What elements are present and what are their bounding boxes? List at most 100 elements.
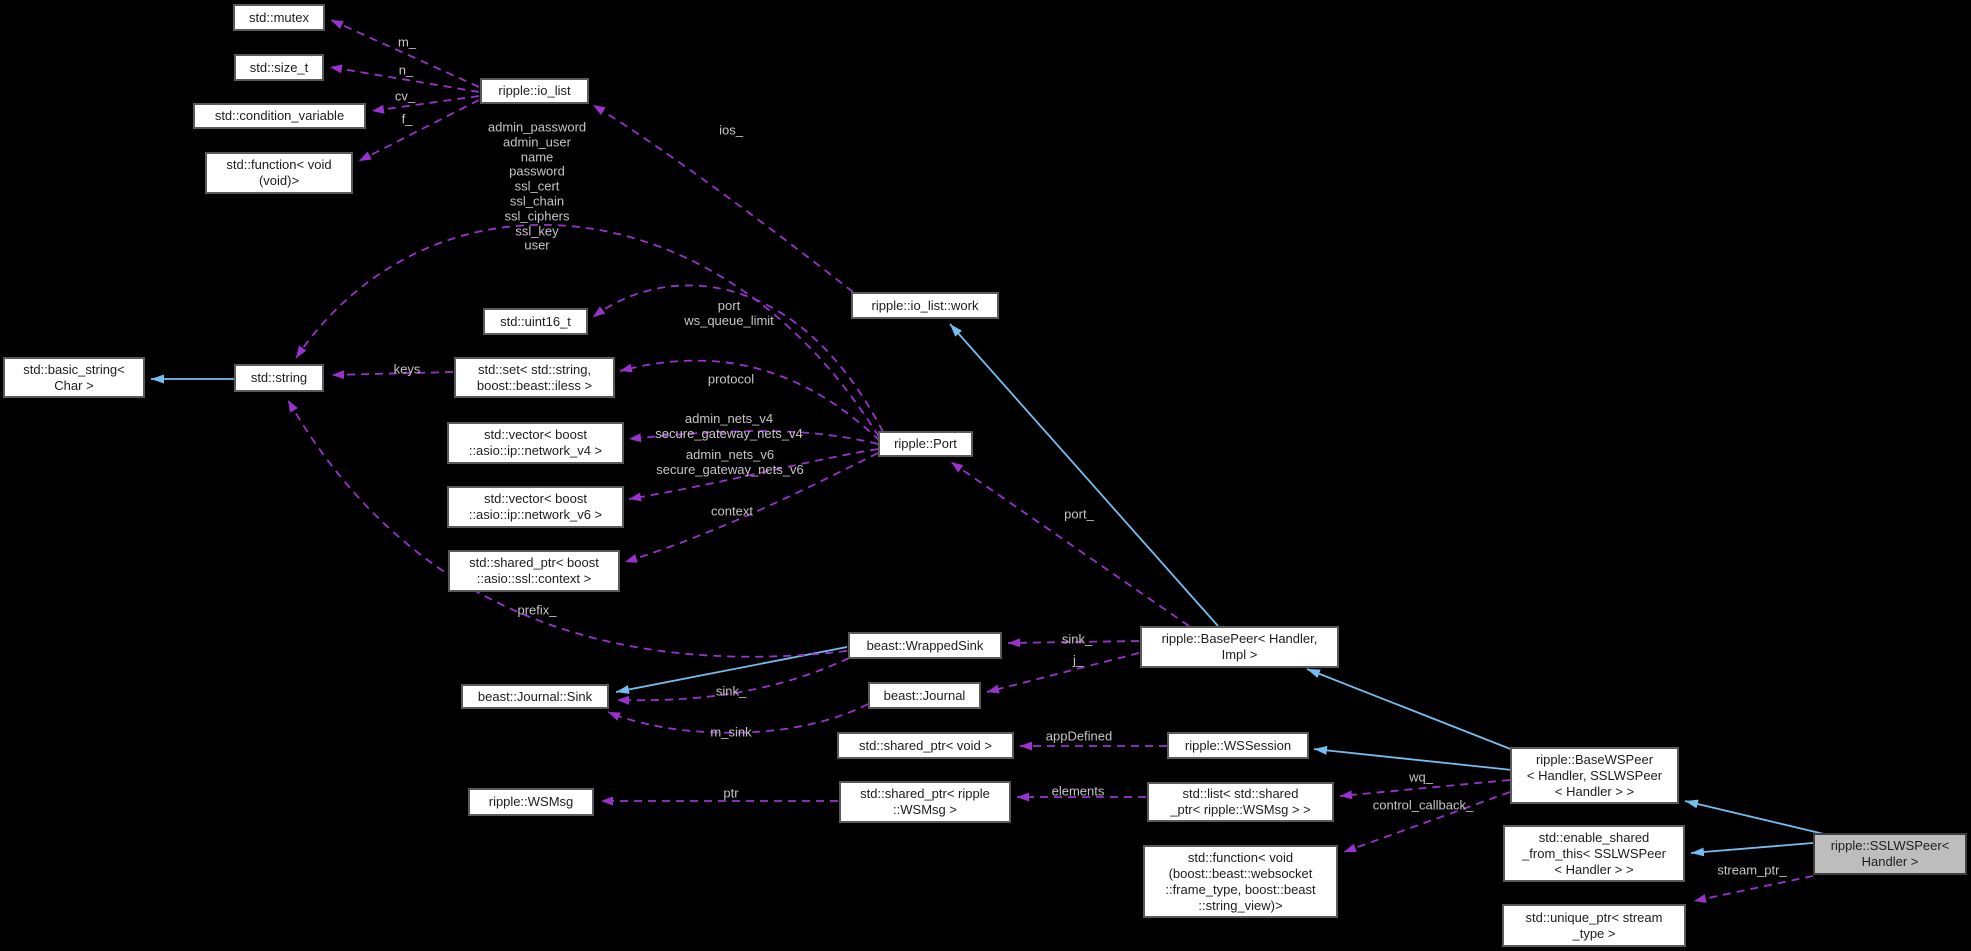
edge-label-sink-wrapped: sink_ (715, 683, 747, 699)
edge-label-port-strings: admin_password admin_user name password … (487, 119, 587, 253)
node-label: std::set< std::string, boost::beast::ile… (476, 361, 593, 393)
node-std-size-t[interactable]: std::size_t (234, 54, 324, 81)
edge-member-port-strings (295, 223, 880, 438)
edge-inherit-basepeer-work (949, 323, 1219, 627)
edge-member-keys (331, 370, 454, 380)
edge-label-elements: elements (1051, 783, 1105, 799)
node-ripple-wsmsg[interactable]: ripple::WSMsg (468, 788, 594, 816)
edge-label-context: context (711, 503, 753, 519)
node-std-set-iless[interactable]: std::set< std::string, boost::beast::ile… (454, 357, 615, 398)
node-label: std::shared_ptr< void > (859, 737, 992, 753)
node-beast-journal-sink[interactable]: beast::Journal::Sink (461, 684, 609, 709)
edge-label-msink: m_sink (710, 724, 752, 740)
edge-member-protocol (619, 359, 881, 442)
node-label: std::vector< boost ::asio::ip::network_v… (468, 491, 603, 522)
node-beast-wrappedsink[interactable]: beast::WrappedSink (848, 632, 1002, 659)
node-label: std::list< std::shared _ptr< ripple::WSM… (1170, 786, 1311, 817)
edge-label-port-wsqueuelimit: port ws_queue_limit (684, 298, 774, 328)
edge-inherit-sslwspeer-basewspeer (1684, 799, 1825, 835)
node-ripple-basewspeer[interactable]: ripple::BaseWSPeer < Handler, SSLWSPeer … (1510, 747, 1679, 804)
edge-inherit-sslwspeer-enableshared (1690, 842, 1814, 857)
edge-member-msink (607, 703, 869, 734)
edge-label-f: f_ (401, 111, 413, 127)
edge-inherit-wrappedsink-journalsink (615, 646, 848, 694)
edge-member-sink-wrapped (616, 657, 850, 705)
node-label: std::uint16_t (500, 313, 571, 329)
node-ripple-io-list-work[interactable]: ripple::io_list::work (851, 292, 999, 319)
node-std-shared-ptr-wsmsg[interactable]: std::shared_ptr< ripple ::WSMsg > (839, 781, 1011, 823)
edge-label-streamptr: stream_ptr_ (1717, 862, 1787, 878)
node-label: ripple::WSSession (1184, 737, 1292, 753)
edge-label-n: n_ (398, 62, 414, 78)
edge-label-m: m_ (397, 34, 417, 50)
edge-label-controlcallback: control_callback_ (1372, 797, 1474, 813)
node-label: std::function< void (boost::beast::webso… (1165, 849, 1316, 913)
edge-member-f (358, 99, 480, 162)
node-label: ripple::io_list (498, 83, 571, 98)
edge-member-context (624, 452, 879, 563)
node-label: beast::Journal (883, 687, 966, 703)
edge-label-ptr: ptr (723, 785, 739, 801)
node-ripple-sslwspeer: ripple::SSLWSPeer< Handler > (1813, 833, 1967, 875)
node-ripple-basepeer[interactable]: ripple::BasePeer< Handler, Impl > (1140, 626, 1339, 668)
edge-label-protocol: protocol (707, 371, 755, 387)
node-label: std::shared_ptr< ripple ::WSMsg > (860, 786, 990, 817)
node-std-mutex[interactable]: std::mutex (233, 4, 325, 31)
edge-member-controlcallback (1343, 791, 1511, 853)
node-label: std::unique_ptr< stream _type > (1525, 909, 1663, 941)
node-label: beast::Journal::Sink (477, 688, 593, 704)
edge-member-nets-v4 (628, 430, 879, 445)
edge-label-cv: cv_ (394, 88, 416, 104)
node-std-basic-string[interactable]: std::basic_string< Char > (3, 357, 145, 398)
edge-member-streamptr (1693, 875, 1814, 903)
node-std-shared-ptr-void[interactable]: std::shared_ptr< void > (837, 732, 1014, 759)
edge-member-nets-v6 (628, 448, 879, 502)
node-ripple-io-list[interactable]: ripple::io_list (480, 78, 589, 104)
node-label: beast::WrappedSink (866, 637, 984, 653)
node-std-unique-ptr-stream-type[interactable]: std::unique_ptr< stream _type > (1502, 904, 1686, 947)
edge-label-prefix: prefix_ (517, 602, 557, 618)
node-std-shared-ptr-ssl-context[interactable]: std::shared_ptr< boost ::asio::ssl::cont… (448, 550, 620, 592)
node-label: ripple::BaseWSPeer < Handler, SSLWSPeer … (1526, 751, 1663, 799)
edge-member-ios (592, 104, 854, 293)
edge-label-port: port_ (1064, 506, 1094, 522)
edge-label-appdefined: appDefined (1045, 728, 1113, 744)
edge-label-sink-basepeer: sink_ (1061, 631, 1093, 647)
node-label: std::size_t (249, 59, 309, 75)
edge-label-wq: wq_ (1409, 769, 1433, 785)
node-ripple-port[interactable]: ripple::Port (878, 431, 973, 457)
edge-member-port (950, 461, 1190, 627)
node-beast-journal[interactable]: beast::Journal (868, 682, 981, 709)
node-std-enable-shared-from-this[interactable]: std::enable_shared _from_this< SSLWSPeer… (1503, 825, 1685, 882)
node-label: std::mutex (249, 9, 309, 25)
edge-member-j (986, 652, 1140, 694)
node-std-function-void-void[interactable]: std::function< void (void)> (205, 152, 353, 194)
node-label: std::condition_variable (214, 108, 345, 123)
node-label: ripple::io_list::work (871, 297, 979, 313)
node-ripple-wssession[interactable]: ripple::WSSession (1167, 732, 1309, 759)
node-label: ripple::BasePeer< Handler, Impl > (1161, 631, 1318, 662)
node-std-vector-network-v6[interactable]: std::vector< boost ::asio::ip::network_v… (447, 486, 624, 528)
node-std-function-frame-type[interactable]: std::function< void (boost::beast::webso… (1143, 845, 1338, 918)
edge-member-n (329, 64, 480, 93)
node-label: std::string (250, 370, 308, 385)
edge-label-nets-v6: admin_nets_v6 secure_gateway_nets_v6 (656, 447, 804, 477)
node-std-list-shared-ptr-wsmsg[interactable]: std::list< std::shared _ptr< ripple::WSM… (1147, 782, 1334, 822)
edge-inherit-basewspeer-basepeer (1306, 668, 1514, 751)
node-std-condition-variable[interactable]: std::condition_variable (193, 103, 366, 129)
edge-label-ios: ios_ (719, 122, 743, 138)
node-label: std::vector< boost ::asio::ip::network_v… (468, 427, 603, 458)
node-label: ripple::WSMsg (488, 794, 574, 809)
edge-label-nets-v4: admin_nets_v4 secure_gateway_nets_v4 (655, 411, 803, 441)
node-std-string[interactable]: std::string (234, 364, 324, 392)
edge-member-sink-basepeer (1007, 638, 1140, 648)
node-std-vector-network-v4[interactable]: std::vector< boost ::asio::ip::network_v… (447, 422, 624, 464)
edge-label-j: j_ (1072, 652, 1084, 668)
node-std-uint16-t[interactable]: std::uint16_t (483, 308, 588, 335)
node-label: std::function< void (void)> (226, 157, 332, 188)
node-label: std::shared_ptr< boost ::asio::ssl::cont… (469, 555, 599, 586)
node-label: std::enable_shared _from_this< SSLWSPeer… (1522, 829, 1666, 877)
edge-member-wq (1339, 779, 1511, 800)
